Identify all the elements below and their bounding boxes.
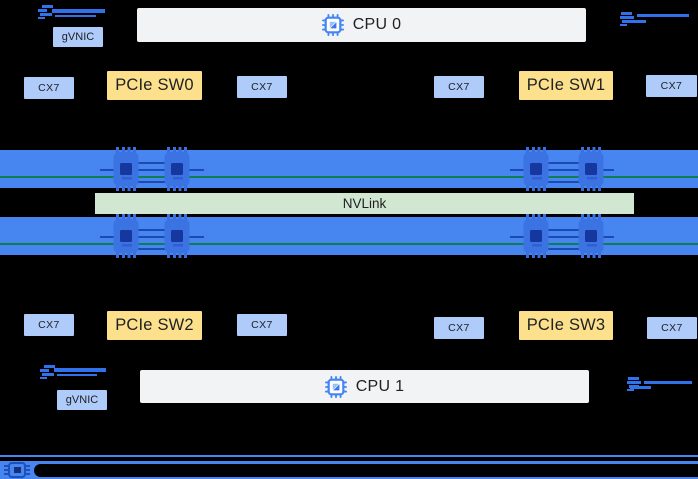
cx7-label: CX7 [448, 322, 470, 334]
gpu-interconnect-trace [118, 229, 186, 231]
gpu-interconnect-trace [118, 181, 186, 183]
network-link-bottom-right [627, 377, 698, 397]
nvlink-trace [0, 243, 698, 245]
gpu-chip-icon [578, 214, 604, 258]
gpu-chip-icon [523, 147, 549, 191]
nvlink-trace [0, 176, 698, 178]
pcie-sw0-block: PCIe SW0 [107, 71, 202, 100]
gpu-interconnect-trace [100, 236, 204, 238]
datacenter-network-bar [0, 461, 698, 479]
gpu-interconnect-trace [118, 162, 186, 164]
nic-chip-icon [4, 462, 30, 478]
gpu-chip-icon [113, 147, 139, 191]
cx7-nic-block: CX7 [24, 314, 74, 336]
cpu-0-block: CPU 0 [137, 8, 586, 42]
pcie-sw3-block: PCIe SW3 [519, 311, 613, 340]
cx7-nic-block: CX7 [647, 317, 697, 339]
cx7-label: CX7 [38, 82, 60, 94]
network-wire [52, 9, 105, 13]
gpu-interconnect-trace [510, 236, 614, 238]
gvnic-label: gVNIC [61, 31, 95, 43]
network-link-top-right [620, 12, 692, 32]
pcie-sw1-block: PCIe SW1 [519, 71, 613, 100]
gvnic-bottom-block: gVNIC [57, 390, 107, 410]
cpu-chip-icon [324, 375, 347, 398]
network-switch-icon [627, 377, 641, 391]
gvnic-label: gVNIC [65, 394, 99, 406]
network-wire [624, 20, 646, 23]
network-wire [644, 381, 692, 384]
cx7-nic-block: CX7 [646, 75, 697, 97]
network-switch-icon [38, 5, 53, 19]
gpu-interconnect-trace [510, 169, 614, 171]
pcie-sw2-block: PCIe SW2 [107, 311, 202, 340]
cx7-label: CX7 [251, 81, 273, 93]
gpu-interconnect-trace [528, 181, 596, 183]
gpu-chip-icon [164, 214, 190, 258]
pcie-sw0-label: PCIe SW0 [115, 76, 194, 94]
network-wire [630, 386, 651, 389]
network-boundary-line [0, 455, 698, 457]
network-wire [55, 15, 96, 17]
cpu-chip-icon [321, 14, 344, 36]
pcie-sw2-label: PCIe SW2 [115, 316, 194, 334]
network-wire [54, 368, 106, 372]
cx7-label: CX7 [448, 81, 470, 93]
gpu-chip-icon [578, 147, 604, 191]
cx7-nic-block: CX7 [237, 314, 287, 336]
gpu-interconnect-trace [528, 229, 596, 231]
cx7-label: CX7 [251, 319, 273, 331]
gpu-chip-icon [164, 147, 190, 191]
cx7-nic-block: CX7 [237, 76, 287, 98]
cpu-1-block: CPU 1 [140, 370, 589, 403]
network-link-top-left [38, 5, 110, 25]
pcie-sw3-label: PCIe SW3 [526, 316, 606, 334]
cx7-nic-block: CX7 [24, 77, 74, 99]
gpu-board-bottom [0, 214, 698, 258]
pcie-sw1-label: PCIe SW1 [526, 76, 606, 94]
network-bar-inner-stripe [34, 464, 698, 477]
network-wire [637, 14, 689, 17]
network-wire [57, 374, 97, 376]
gpu-interconnect-trace [528, 162, 596, 164]
gpu-interconnect-trace [118, 248, 186, 250]
gpu-interconnect-trace [100, 169, 204, 171]
cx7-label: CX7 [660, 80, 683, 92]
cx7-nic-block: CX7 [434, 317, 484, 339]
gpu-chip-icon [523, 214, 549, 258]
cx7-label: CX7 [38, 319, 60, 331]
gpu-chip-icon [113, 214, 139, 258]
cx7-label: CX7 [661, 322, 683, 334]
nvlink-label: NVLink [342, 196, 387, 211]
gpu-board-top [0, 147, 698, 191]
gvnic-top-block: gVNIC [53, 27, 103, 47]
network-switch-icon [40, 365, 55, 379]
gpu-interconnect-trace [528, 248, 596, 250]
cpu-0-label: CPU 0 [352, 16, 402, 33]
cpu-1-label: CPU 1 [355, 377, 405, 395]
cx7-nic-block: CX7 [434, 76, 484, 98]
nvlink-bus: NVLink [95, 193, 634, 214]
network-link-bottom-left [40, 365, 112, 385]
